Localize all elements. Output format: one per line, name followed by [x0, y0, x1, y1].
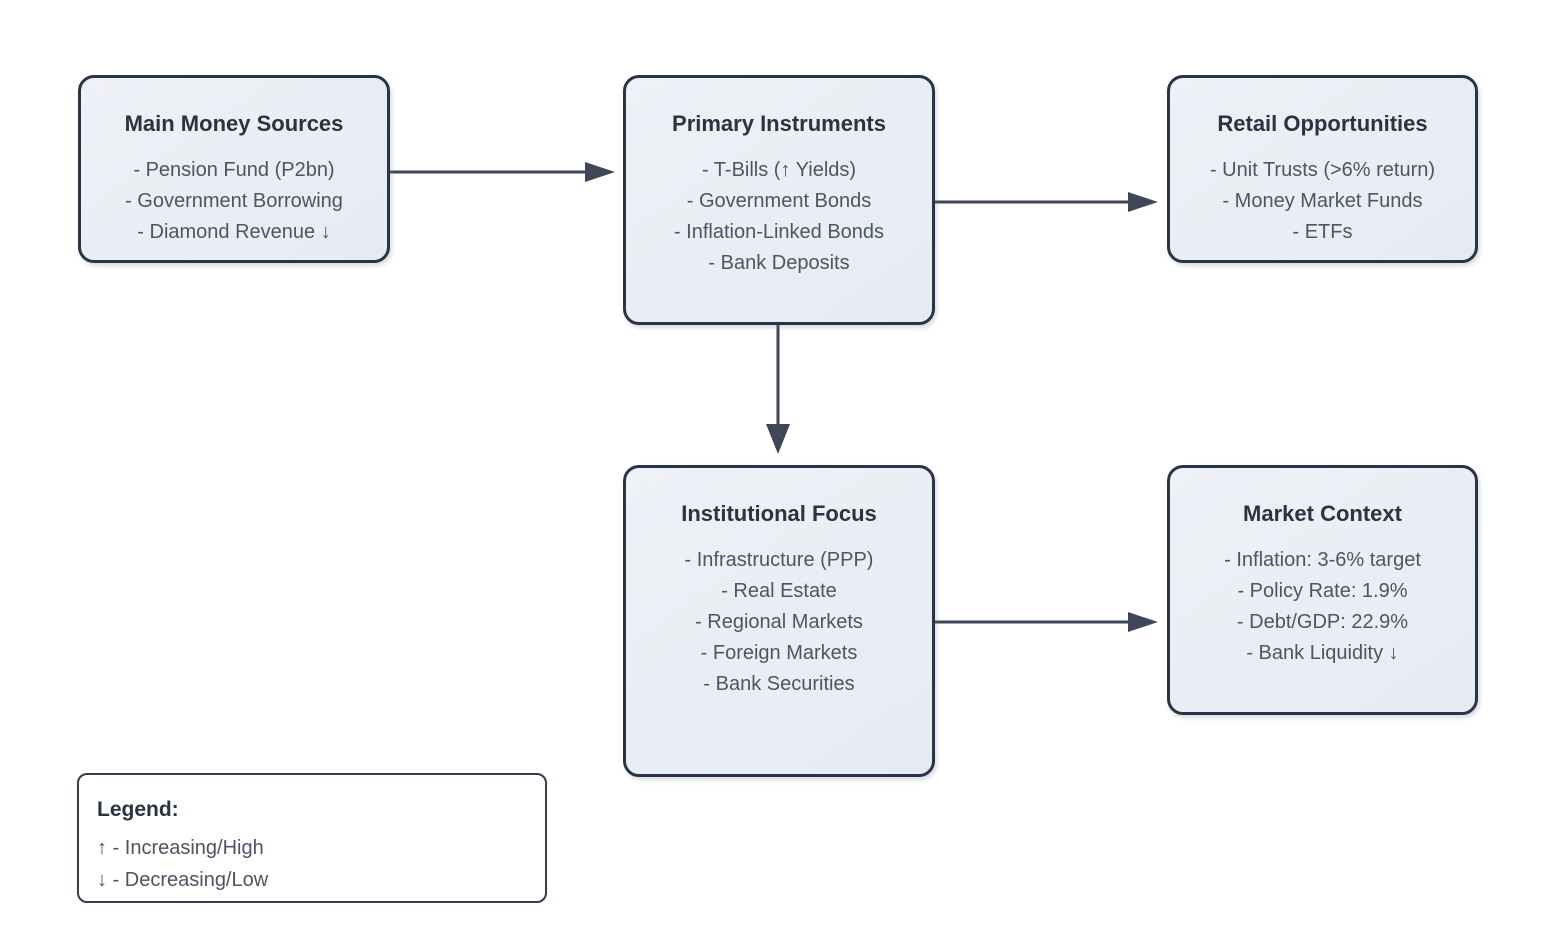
node-primary-instruments: Primary Instruments - T-Bills (↑ Yields)…	[623, 75, 935, 325]
node-item: - Real Estate	[721, 580, 837, 602]
node-item: - Bank Liquidity ↓	[1246, 642, 1399, 664]
node-item-list: - Unit Trusts (>6% return) - Money Marke…	[1170, 155, 1475, 248]
node-item: - Government Borrowing	[125, 190, 343, 212]
node-title: Institutional Focus	[681, 501, 877, 526]
node-item: - Debt/GDP: 22.9%	[1236, 611, 1409, 633]
node-item: - Money Market Funds	[1222, 190, 1423, 212]
node-item: - Government Bonds	[686, 190, 872, 212]
legend-item-list: ↑ - Increasing/High ↓ - Decreasing/Low	[97, 832, 545, 896]
node-item: - Pension Fund (P2bn)	[133, 159, 335, 181]
node-item: - Unit Trusts (>6% return)	[1209, 159, 1436, 181]
node-item: - Policy Rate: 1.9%	[1237, 580, 1408, 602]
node-item-list: - T-Bills (↑ Yields) - Government Bonds …	[626, 155, 932, 279]
arrow-institutional-to-market	[935, 612, 1158, 632]
node-institutional-focus: Institutional Focus - Infrastructure (PP…	[623, 465, 935, 777]
arrow-instruments-to-institutional	[766, 325, 790, 454]
node-item: - T-Bills (↑ Yields)	[701, 159, 857, 181]
node-item-list: - Infrastructure (PPP) - Real Estate - R…	[626, 545, 932, 700]
node-item: - Bank Securities	[703, 673, 855, 695]
node-item: - Inflation: 3-6% target	[1224, 549, 1421, 571]
node-title: Market Context	[1243, 501, 1402, 526]
node-item: - Infrastructure (PPP)	[684, 549, 874, 571]
node-title: Primary Instruments	[672, 111, 886, 136]
node-item-list: - Pension Fund (P2bn) - Government Borro…	[81, 155, 387, 248]
node-item: - Regional Markets	[695, 611, 863, 633]
legend-title: Legend:	[97, 798, 179, 821]
node-market-context: Market Context - Inflation: 3-6% target …	[1167, 465, 1478, 715]
node-item: - Foreign Markets	[700, 642, 858, 664]
node-item: - ETFs	[1292, 221, 1353, 243]
node-main-money-sources: Main Money Sources - Pension Fund (P2bn)…	[78, 75, 390, 263]
node-item: - Bank Deposits	[708, 252, 850, 274]
legend-item-up-arrow: ↑ - Increasing/High	[97, 837, 264, 859]
node-item: - Inflation-Linked Bonds	[673, 221, 885, 243]
legend-box: Legend: ↑ - Increasing/High ↓ - Decreasi…	[77, 773, 547, 903]
arrow-instruments-to-retail	[935, 192, 1158, 212]
arrow-sources-to-instruments	[390, 162, 615, 182]
node-title: Retail Opportunities	[1217, 111, 1428, 136]
node-retail-opportunities: Retail Opportunities - Unit Trusts (>6% …	[1167, 75, 1478, 263]
node-title: Main Money Sources	[124, 111, 344, 136]
node-item-list: - Inflation: 3-6% target - Policy Rate: …	[1170, 545, 1475, 669]
node-item: - Diamond Revenue ↓	[137, 221, 331, 243]
legend-item-down-arrow: ↓ - Decreasing/Low	[97, 869, 269, 891]
